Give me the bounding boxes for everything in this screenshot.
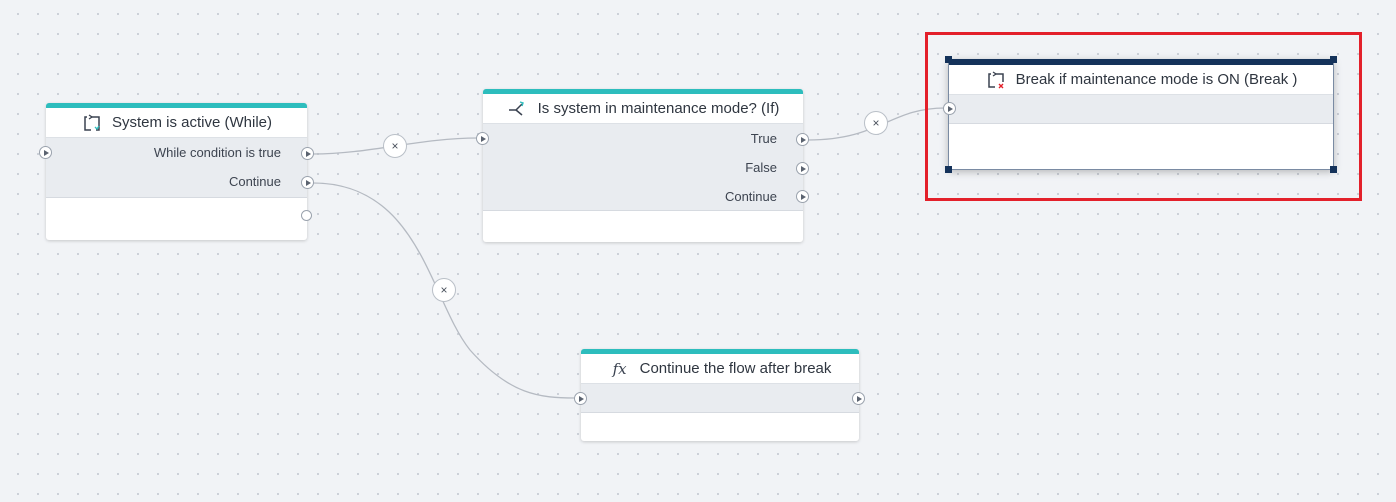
while-extra-port[interactable] xyxy=(301,210,312,221)
if-input-port[interactable] xyxy=(476,132,489,145)
break-node-title: Break if maintenance mode is ON (Break ) xyxy=(1015,71,1298,88)
break-input-port[interactable] xyxy=(943,102,956,115)
break-node[interactable]: Break if maintenance mode is ON (Break ) xyxy=(948,59,1334,170)
while-node[interactable]: System is active (While) While condition… xyxy=(46,103,307,240)
break-node-header[interactable]: Break if maintenance mode is ON (Break ) xyxy=(949,65,1333,95)
function-icon: fx xyxy=(612,359,627,378)
resize-handle-bottom-right[interactable] xyxy=(1330,166,1337,173)
while-condition-label: While condition is true xyxy=(153,145,281,160)
if-false-output-port[interactable] xyxy=(796,162,809,175)
continue-node-header[interactable]: fx Continue the flow after break xyxy=(581,354,859,384)
continue-output-port[interactable] xyxy=(852,392,865,405)
highlight-box xyxy=(925,32,1362,201)
if-false-label: False xyxy=(745,160,777,175)
loop-icon xyxy=(81,113,103,133)
while-output-row: Continue xyxy=(46,167,307,196)
continue-input-port[interactable] xyxy=(574,392,587,405)
if-node-title: Is system in maintenance mode? (If) xyxy=(537,100,780,117)
if-node-body: True False Continue xyxy=(483,124,803,211)
loop-break-icon xyxy=(985,70,1007,90)
while-condition-output-port[interactable] xyxy=(301,147,314,160)
while-output-row: While condition is true xyxy=(46,138,307,167)
while-continue-label: Continue xyxy=(228,174,281,189)
delete-connection-button[interactable]: × xyxy=(432,278,456,302)
continue-node-body xyxy=(581,384,859,413)
continue-node[interactable]: fx Continue the flow after break xyxy=(581,349,859,441)
continue-node-title: Continue the flow after break xyxy=(639,360,832,377)
while-continue-output-port[interactable] xyxy=(301,176,314,189)
resize-handle-top-right[interactable] xyxy=(1330,56,1337,63)
while-node-body: While condition is true Continue xyxy=(46,138,307,198)
if-output-row: False xyxy=(483,153,803,182)
if-true-label: True xyxy=(750,131,777,146)
while-node-header[interactable]: System is active (While) xyxy=(46,108,307,138)
if-output-row: True xyxy=(483,124,803,153)
while-input-port[interactable] xyxy=(39,146,52,159)
break-node-body xyxy=(949,95,1333,124)
resize-handle-top-left[interactable] xyxy=(945,56,952,63)
while-node-title: System is active (While) xyxy=(111,114,273,131)
resize-handle-bottom-left[interactable] xyxy=(945,166,952,173)
if-true-output-port[interactable] xyxy=(796,133,809,146)
delete-connection-button[interactable]: × xyxy=(383,134,407,158)
if-continue-output-port[interactable] xyxy=(796,190,809,203)
if-node[interactable]: Is system in maintenance mode? (If) True… xyxy=(483,89,803,242)
branch-icon xyxy=(507,99,529,119)
if-output-row: Continue xyxy=(483,182,803,211)
if-node-header[interactable]: Is system in maintenance mode? (If) xyxy=(483,94,803,124)
if-continue-label: Continue xyxy=(724,189,777,204)
delete-connection-button[interactable]: × xyxy=(864,111,888,135)
